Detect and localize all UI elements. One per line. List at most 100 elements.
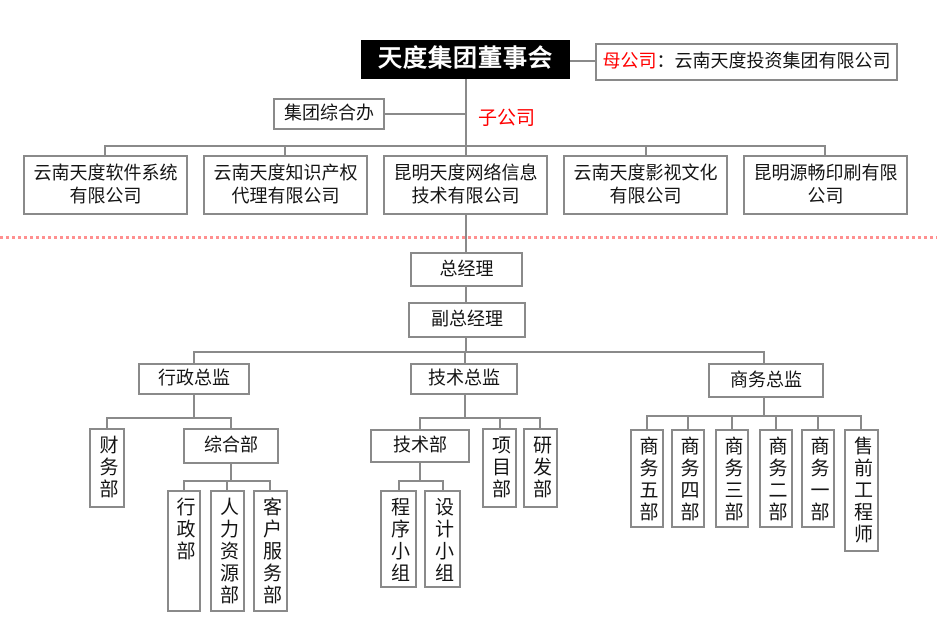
node-hr-dept: 人力资源部 xyxy=(210,490,245,612)
node-administration-dept-label: 行政部 xyxy=(173,497,195,563)
node-business-dept-3-label: 商务三部 xyxy=(721,436,743,524)
node-business-director: 商务总监 xyxy=(708,363,824,398)
node-customer-service-dept-label: 客户服务部 xyxy=(260,497,281,607)
connector xyxy=(104,145,826,147)
connector xyxy=(284,145,286,155)
node-subsidiary-software: 云南天度软件系统有限公司 xyxy=(23,155,188,215)
node-project-dept-label: 项目部 xyxy=(489,435,510,501)
node-design-team: 设计小组 xyxy=(424,490,461,588)
connector xyxy=(106,417,232,419)
node-subsidiary-media: 云南天度影视文化有限公司 xyxy=(563,155,728,215)
connector xyxy=(398,480,444,482)
parent-company-name: ：云南天度投资集团有限公司 xyxy=(656,51,891,72)
node-presales-engineer-label: 售前工程师 xyxy=(851,436,872,546)
subsidiary-name: 昆明源畅印刷有限公司 xyxy=(753,162,898,206)
node-deputy-general-manager: 副总经理 xyxy=(408,302,526,338)
node-presales-engineer: 售前工程师 xyxy=(844,429,879,552)
connector xyxy=(419,417,421,429)
subsidiary-name: 昆明天度网络信息技术有限公司 xyxy=(393,162,538,206)
node-rd-dept-label: 研发部 xyxy=(530,435,551,501)
connector xyxy=(385,113,466,115)
node-administration-dept: 行政部 xyxy=(167,490,201,612)
node-parent-company: 母公司：云南天度投资集团有限公司 xyxy=(595,43,898,81)
connector xyxy=(817,415,819,429)
connector xyxy=(499,417,501,428)
node-project-dept: 项目部 xyxy=(482,428,517,508)
node-tech-dept-label: 技术部 xyxy=(393,435,447,456)
connector xyxy=(646,415,648,429)
node-subsidiary-ip-agency: 云南天度知识产权代理有限公司 xyxy=(203,155,368,215)
connector xyxy=(763,351,765,363)
connector xyxy=(464,395,466,417)
node-business-dept-5-label: 商务五部 xyxy=(636,436,658,524)
node-programming-team: 程序小组 xyxy=(380,490,417,588)
node-business-dept-2-label: 商务二部 xyxy=(765,436,787,524)
node-general-manager: 总经理 xyxy=(410,252,523,287)
node-subsidiary-network: 昆明天度网络信息技术有限公司 xyxy=(383,155,548,215)
connector xyxy=(193,395,195,417)
connector xyxy=(645,145,647,155)
node-admin-director: 行政总监 xyxy=(138,363,250,395)
node-business-dept-4: 商务四部 xyxy=(671,429,705,528)
subsidiary-name: 云南天度软件系统有限公司 xyxy=(33,162,178,206)
node-design-team-label: 设计小组 xyxy=(432,497,453,585)
connector xyxy=(860,415,862,429)
node-tech-dept: 技术部 xyxy=(370,429,470,463)
node-business-dept-3: 商务三部 xyxy=(715,429,749,528)
subsidiary-name: 云南天度知识产权代理有限公司 xyxy=(213,162,358,206)
node-finance-dept-label: 财务部 xyxy=(96,435,118,501)
connector xyxy=(419,417,541,419)
node-tech-director-label: 技术总监 xyxy=(428,368,500,389)
section-divider xyxy=(0,236,937,239)
connector xyxy=(398,480,400,490)
connector xyxy=(465,215,467,252)
connector xyxy=(731,415,733,429)
connector xyxy=(442,480,444,490)
node-board-label: 天度集团董事会 xyxy=(378,45,553,73)
connector xyxy=(775,415,777,429)
connector xyxy=(269,480,271,490)
connector xyxy=(465,338,467,351)
connector xyxy=(230,417,232,428)
connector xyxy=(419,463,421,480)
connector xyxy=(193,351,195,363)
node-customer-service-dept: 客户服务部 xyxy=(253,490,288,612)
node-deputy-general-manager-label: 副总经理 xyxy=(431,309,503,330)
subsidiary-name: 云南天度影视文化有限公司 xyxy=(573,162,718,206)
connector xyxy=(104,145,106,155)
node-general-dept: 综合部 xyxy=(183,428,279,464)
parent-company-prefix: 母公司 xyxy=(602,51,657,72)
connector xyxy=(824,145,826,155)
node-business-dept-2: 商务二部 xyxy=(759,429,793,528)
node-business-dept-5: 商务五部 xyxy=(630,429,664,528)
connector xyxy=(464,351,466,363)
node-group-office: 集团综合办 xyxy=(273,98,385,130)
connector xyxy=(183,480,185,490)
connector xyxy=(465,287,467,302)
connector xyxy=(465,79,467,155)
node-business-dept-4-label: 商务四部 xyxy=(677,436,699,524)
connector xyxy=(226,480,228,490)
connector xyxy=(193,351,765,353)
node-rd-dept: 研发部 xyxy=(523,428,558,508)
connector xyxy=(763,398,765,415)
connector xyxy=(539,417,541,428)
node-general-manager-label: 总经理 xyxy=(439,258,494,279)
node-tech-director: 技术总监 xyxy=(410,363,518,395)
node-business-director-label: 商务总监 xyxy=(730,369,802,390)
node-subsidiary-printing: 昆明源畅印刷有限公司 xyxy=(743,155,908,215)
node-general-dept-label: 综合部 xyxy=(204,435,258,456)
subsidiary-label: 子公司 xyxy=(478,108,536,129)
node-business-dept-1-label: 商务一部 xyxy=(807,436,829,524)
node-hr-dept-label: 人力资源部 xyxy=(217,497,238,607)
node-finance-dept: 财务部 xyxy=(89,428,125,508)
node-programming-team-label: 程序小组 xyxy=(388,497,409,585)
node-business-dept-1: 商务一部 xyxy=(801,429,835,528)
connector xyxy=(687,415,689,429)
node-board: 天度集团董事会 xyxy=(361,40,570,79)
connector xyxy=(106,417,108,428)
node-admin-director-label: 行政总监 xyxy=(158,368,230,389)
connector xyxy=(570,60,595,62)
connector xyxy=(646,415,862,417)
